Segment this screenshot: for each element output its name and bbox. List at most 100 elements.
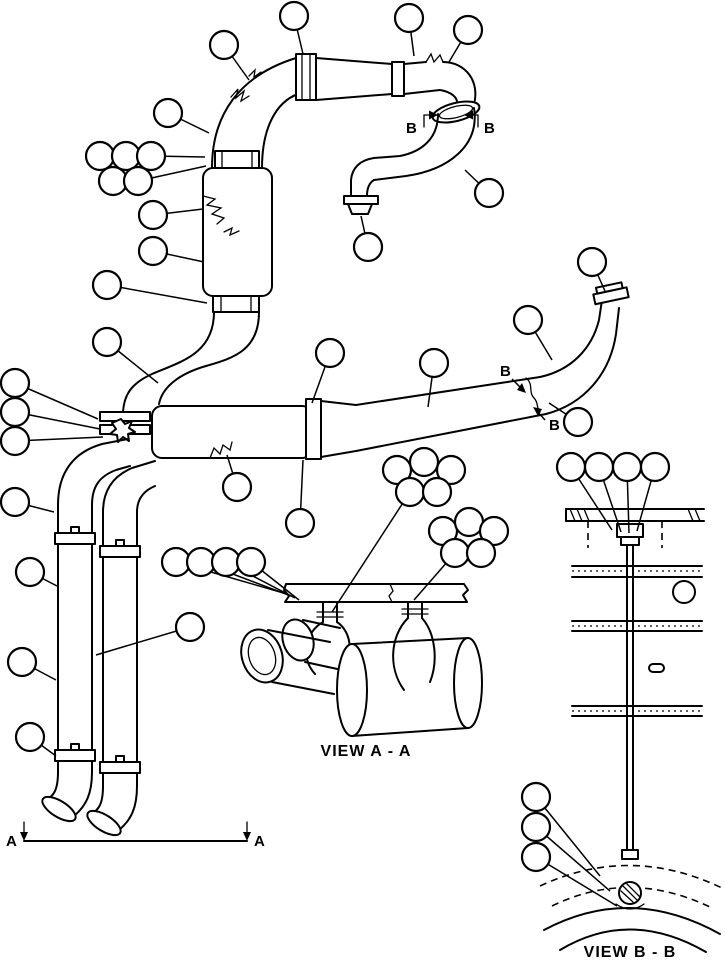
callout-leader [106, 284, 208, 304]
callout-balloon [453, 506, 485, 538]
callout-balloon [583, 451, 615, 483]
rod-collar [621, 849, 639, 860]
callout-balloon [137, 235, 169, 267]
callout-balloon [97, 165, 129, 197]
callout-balloon [555, 451, 587, 483]
section-marker-b-top-right: B [484, 120, 495, 137]
callout-balloon [14, 556, 46, 588]
flange [343, 195, 379, 205]
callout-balloon [520, 781, 552, 813]
callout-balloon [314, 337, 346, 369]
callout-balloon [452, 14, 484, 46]
muffler-horizontal [151, 405, 313, 459]
callout-balloons [0, 0, 671, 873]
section-marker-a-left: A [6, 833, 17, 850]
callout-balloon [408, 446, 440, 478]
section-cut-mark [525, 377, 541, 413]
callout-balloon [478, 515, 510, 547]
view-a-a-drawing [240, 583, 483, 737]
callout-balloon [0, 367, 31, 399]
pipe-flange [592, 281, 630, 306]
section-arrow [243, 832, 251, 841]
small-fitting [648, 663, 665, 673]
callout-balloon [185, 546, 217, 578]
callout-leader [95, 626, 191, 656]
mounting-bar [283, 583, 469, 603]
callout-balloon [84, 140, 116, 172]
muffler-top-clamp [214, 150, 260, 169]
pipe-opening [431, 100, 481, 124]
callout-balloon [576, 246, 608, 278]
pipe-band [391, 61, 405, 97]
callout-balloon [122, 165, 154, 197]
flange-neck [347, 203, 373, 215]
large-pipe-end [453, 637, 483, 729]
section-marker-a-right: A [254, 833, 265, 850]
view-a-a-caption: VIEW A - A [321, 743, 412, 760]
callout-balloon [137, 199, 169, 231]
section-arrow [464, 110, 473, 120]
stack-clamp [99, 545, 141, 558]
rod-nut [620, 536, 640, 546]
torn-shell-mark [223, 226, 240, 237]
callout-balloon [512, 304, 544, 336]
callout-balloon [208, 29, 240, 61]
stack-outlet [41, 795, 77, 823]
muffler-bottom-clamp [212, 295, 260, 313]
view-b-b-drawing [539, 508, 723, 953]
callout-balloon [284, 507, 316, 539]
large-pipe-end [336, 643, 368, 737]
stack-clamp [54, 532, 96, 545]
callout-balloon [221, 471, 253, 503]
callout-balloon [0, 425, 31, 457]
clamp-bolt [115, 539, 125, 547]
small-pipe-end [281, 618, 315, 662]
callout-balloon [91, 326, 123, 358]
spring-clamp [109, 418, 136, 443]
callout-leader [535, 826, 611, 892]
callout-leader [331, 491, 411, 613]
callout-balloon [393, 2, 425, 34]
callout-balloon [439, 537, 471, 569]
section-arrow [533, 407, 542, 416]
callout-balloon [418, 347, 450, 379]
callout-balloon [152, 97, 184, 129]
callout-balloon [6, 646, 38, 678]
callout-leader [535, 856, 618, 907]
callout-balloon [435, 454, 467, 486]
callout-balloon [91, 269, 123, 301]
stack-clamp [54, 749, 96, 762]
callout-balloon [473, 177, 505, 209]
stack-clamp [99, 761, 141, 774]
torn-pipe-mark [230, 88, 250, 103]
callout-balloon [135, 140, 167, 172]
callout-balloon [110, 140, 142, 172]
callout-balloon [611, 451, 643, 483]
joint-flange-upper [99, 411, 151, 422]
callout-balloon [14, 721, 46, 753]
callout-balloon [174, 611, 206, 643]
torn-pipe-mark [248, 68, 262, 79]
callout-balloon [235, 546, 267, 578]
callout-balloon [381, 454, 413, 486]
callout-balloon [0, 396, 31, 428]
stack-outlet [86, 809, 122, 837]
callout-balloon [465, 537, 497, 569]
section-marker-b-mid-upper: B [500, 363, 511, 380]
torn-shell-mark [209, 441, 233, 459]
callout-leader [535, 796, 601, 877]
callout-balloon [562, 406, 594, 438]
callout-balloon [520, 841, 552, 873]
small-pipe-end [240, 628, 284, 684]
clamp-bolt [115, 755, 125, 763]
callout-balloon [394, 476, 426, 508]
clamp-bolt [70, 526, 80, 534]
callout-balloon [278, 0, 310, 32]
callout-balloon [639, 451, 671, 483]
view-b-b-caption: VIEW B - B [584, 944, 677, 961]
section-marker-b-mid-lower: B [549, 417, 560, 434]
callout-balloon [352, 231, 384, 263]
section-arrow [517, 383, 526, 393]
torn-shell-mark [202, 195, 226, 225]
